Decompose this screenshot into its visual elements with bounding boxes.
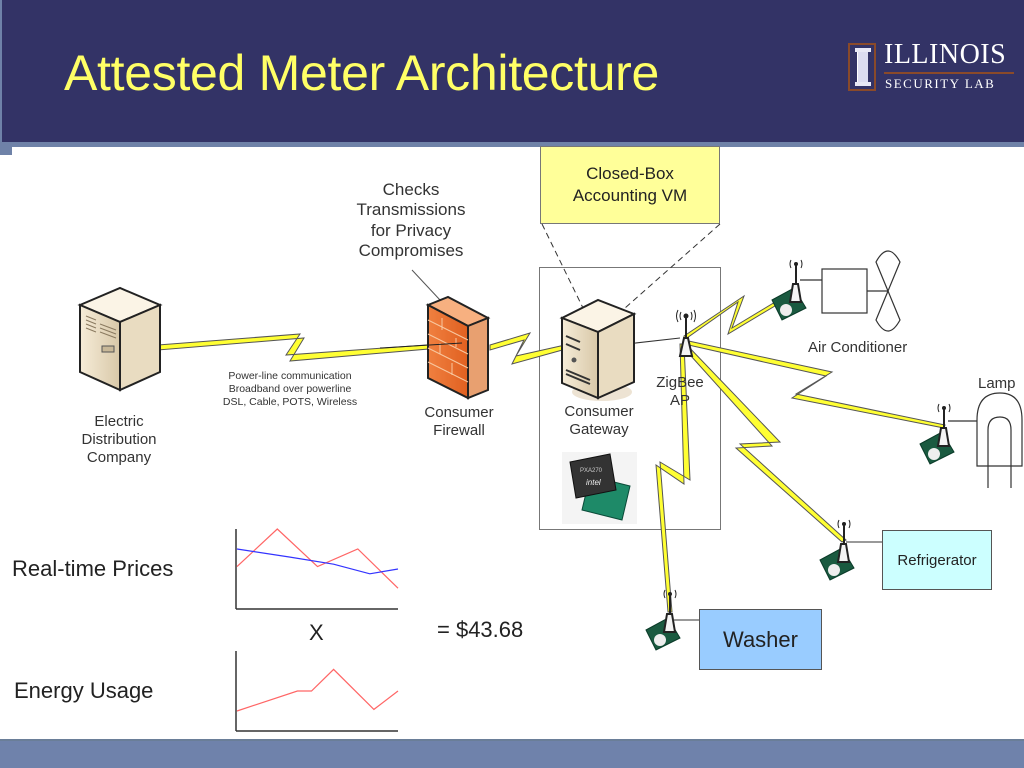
pxa270-chip-icon: PXA270 intel bbox=[562, 452, 637, 524]
logo-subtitle: SECURITY LAB bbox=[885, 76, 996, 91]
label-line: Gateway bbox=[569, 421, 629, 438]
callout-line: Checks bbox=[382, 180, 440, 199]
callout-line: Compromises bbox=[358, 241, 464, 261]
air-conditioner-label: Air Conditioner bbox=[808, 339, 908, 356]
lightning-ap-washer bbox=[655, 343, 691, 613]
air-conditioner-icon bbox=[800, 250, 901, 332]
firewall-label: Consumer Firewall bbox=[404, 404, 514, 440]
real-time-prices-trend-line bbox=[236, 548, 399, 575]
real-time-prices-price-line bbox=[236, 528, 399, 589]
vm-callout-line-left bbox=[541, 223, 584, 309]
header-rule bbox=[0, 142, 1024, 147]
slide-header: Attested Meter Architecture ILLINOIS SEC… bbox=[0, 0, 1024, 142]
lamp-zigbee-node-icon bbox=[919, 403, 955, 465]
illinois-security-lab-logo: ILLINOIS SECURITY LAB bbox=[848, 39, 1018, 95]
logo-name: ILLINOIS bbox=[884, 39, 1007, 70]
gateway-enclosure bbox=[539, 267, 721, 530]
label-line: Distribution bbox=[81, 431, 157, 448]
chip-model-text: PXA270 bbox=[580, 468, 603, 474]
label-line: Consumer bbox=[424, 404, 494, 421]
utility-label: Electric Distribution Company bbox=[64, 413, 174, 467]
lightning-ap-refrigerator bbox=[681, 341, 847, 543]
label-line: ZigBee bbox=[656, 374, 704, 391]
note-line: DSL, Cable, POTS, Wireless bbox=[222, 396, 358, 409]
slide-title: Attested Meter Architecture bbox=[64, 45, 659, 101]
note-line: Power-line communication bbox=[228, 370, 352, 382]
zigbee-ap-label: ZigBee AP bbox=[640, 374, 720, 410]
callout-line: for Privacy bbox=[370, 220, 452, 240]
lightning-utility-firewall bbox=[157, 333, 441, 362]
brick-firewall-icon bbox=[379, 295, 491, 400]
vm-callout-line-right bbox=[624, 223, 721, 309]
multiply-sign: X bbox=[309, 620, 324, 645]
firewall-callout-line bbox=[411, 269, 441, 301]
gateway-label: Consumer Gateway bbox=[544, 403, 654, 439]
column-logo-icon bbox=[848, 43, 876, 91]
label-line: Firewall bbox=[433, 422, 485, 439]
refrigerator-zigbee-node-icon bbox=[819, 519, 855, 581]
real-time-prices-chart bbox=[235, 528, 399, 610]
washer-zigbee-node-icon bbox=[645, 589, 681, 651]
chip-brand-text: intel bbox=[586, 478, 601, 487]
desktop-tower-icon bbox=[559, 298, 637, 401]
energy-usage-chart bbox=[235, 651, 399, 732]
firewall-callout-text: Checks Transmissions for Privacy Comprom… bbox=[346, 180, 476, 262]
washer-box: Washer bbox=[699, 609, 822, 670]
label-line: Consumer bbox=[564, 403, 634, 420]
real-time-prices-label: Real-time Prices bbox=[12, 556, 174, 581]
lightning-firewall-gateway bbox=[489, 332, 567, 365]
energy-usage-label: Energy Usage bbox=[14, 678, 154, 703]
label-line: Electric bbox=[94, 413, 144, 430]
label-line: Company bbox=[86, 449, 152, 466]
lamp-icon bbox=[948, 392, 1023, 488]
slide-footer bbox=[0, 739, 1024, 768]
callout-line: Transmissions bbox=[356, 200, 466, 220]
lamp-label: Lamp bbox=[978, 375, 1016, 392]
note-line: Broadband over powerline bbox=[228, 383, 352, 396]
label-line: AP bbox=[669, 392, 690, 409]
header-tab-accent bbox=[0, 147, 12, 155]
closed-box-vm-callout: Closed-Box Accounting VM bbox=[540, 146, 720, 224]
zigbee-ap-antenna-icon bbox=[676, 309, 696, 357]
server-tower-icon bbox=[77, 286, 163, 392]
link-technologies-note: Power-line communication Broadband over … bbox=[205, 370, 375, 409]
bill-total: = $43.68 bbox=[437, 617, 524, 642]
energy-usage-usage-line bbox=[236, 668, 399, 712]
ac-zigbee-node-icon bbox=[771, 259, 807, 321]
logo-divider bbox=[884, 72, 1014, 74]
refrigerator-box: Refrigerator bbox=[882, 530, 992, 590]
